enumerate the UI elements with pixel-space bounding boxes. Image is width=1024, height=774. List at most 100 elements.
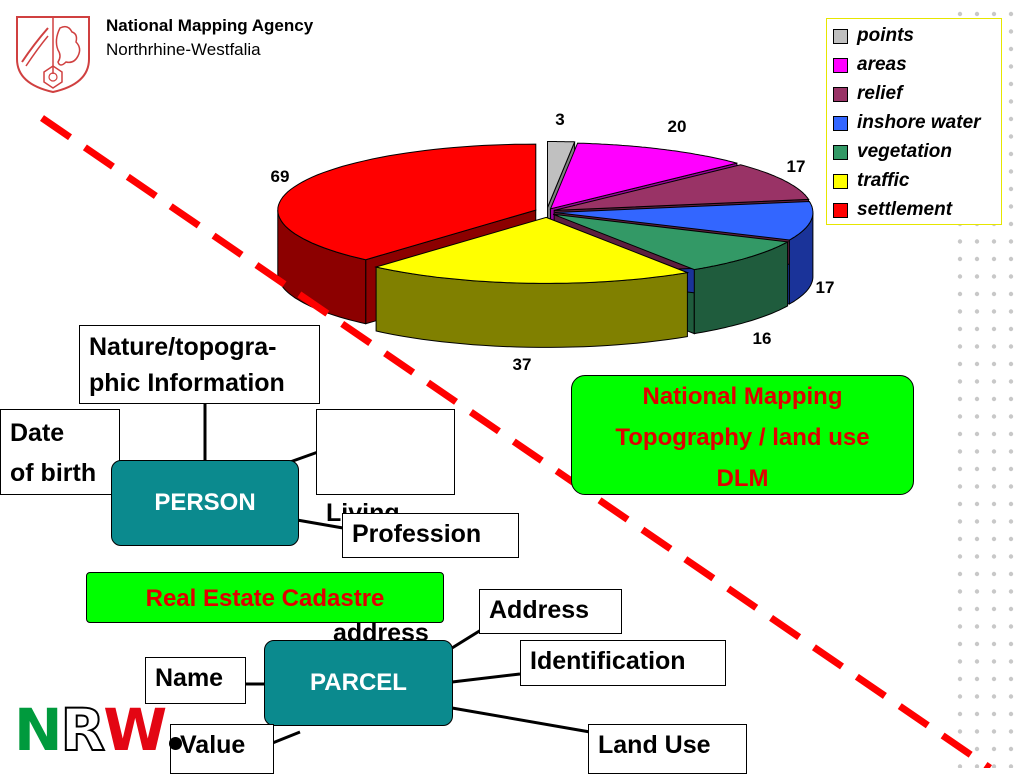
grid-dot	[974, 361, 980, 367]
grid-dot	[974, 344, 980, 349]
legend-label: relief	[857, 83, 903, 104]
grid-dot	[1008, 624, 1014, 629]
grid-dot	[1008, 326, 1014, 332]
pie-data-label: 17	[816, 278, 835, 297]
grid-dot	[957, 536, 963, 542]
pie-slice-areas	[549, 142, 738, 210]
grid-dot	[974, 571, 980, 577]
attr-identification: Identification	[520, 640, 726, 686]
pie-data-label: 17	[787, 157, 806, 176]
attr-value: Value	[170, 724, 274, 774]
legend-label: vegetation	[857, 141, 953, 162]
grid-dot	[1008, 501, 1014, 507]
legend-swatch	[833, 115, 848, 131]
grid-dot	[1008, 536, 1014, 542]
grid-dot	[957, 274, 963, 279]
grid-dot	[974, 484, 980, 489]
grid-dot	[1008, 449, 1014, 454]
grid-dot	[1008, 116, 1014, 122]
grid-dot	[991, 291, 997, 297]
grid-dot	[957, 589, 963, 594]
grid-dot	[974, 641, 980, 647]
grid-dot	[974, 291, 980, 297]
grid-dot	[991, 361, 997, 367]
grid-dot	[991, 729, 997, 734]
grid-dot	[974, 659, 980, 664]
legend-item: areas	[833, 52, 907, 78]
grid-dot	[974, 729, 980, 734]
nrw-logo: N R W	[14, 696, 183, 764]
grid-dot	[991, 571, 997, 577]
connector-living	[289, 450, 319, 464]
grid-dot	[974, 326, 980, 332]
grid-dot	[1008, 414, 1014, 419]
grid-dot	[974, 554, 980, 559]
grid-dot	[1008, 431, 1014, 437]
nrw-logo-r: R	[60, 696, 107, 764]
grid-dot	[1008, 641, 1014, 647]
legend-swatch	[833, 57, 848, 73]
grid-dot	[974, 536, 980, 542]
grid-dot	[1008, 676, 1014, 682]
coat-of-arms-icon	[16, 16, 90, 94]
attr-name: Name	[145, 657, 246, 704]
attr-land-use: Land Use	[588, 724, 747, 774]
grid-dot	[1008, 274, 1014, 279]
grid-dot	[1008, 746, 1014, 752]
grid-dot	[1008, 729, 1014, 734]
grid-dot	[991, 641, 997, 647]
grid-dot	[974, 431, 980, 437]
grid-dot	[957, 764, 963, 768]
grid-dot	[957, 659, 963, 664]
grid-dot	[1008, 204, 1014, 209]
grid-dot	[1008, 659, 1014, 664]
grid-dot	[974, 309, 980, 314]
grid-dot	[957, 554, 963, 559]
pie-slice-inshore-water	[554, 200, 814, 241]
grid-dot	[991, 606, 997, 612]
grid-dot	[991, 536, 997, 542]
grid-dot	[957, 291, 963, 297]
grid-dot	[974, 239, 980, 244]
grid-dot	[991, 256, 997, 262]
grid-dot	[957, 396, 963, 402]
grid-dot	[991, 326, 997, 332]
grid-dot	[974, 764, 980, 768]
nrw-logo-n: N	[14, 696, 63, 764]
pie-slice-traffic	[374, 216, 690, 284]
grid-dot	[957, 431, 963, 437]
attr-nature-line2: phic Information	[89, 369, 285, 397]
grid-dot	[1008, 29, 1014, 34]
grid-dot	[1008, 764, 1014, 768]
pie-slice-relief	[554, 164, 810, 211]
grid-dot	[957, 624, 963, 629]
attr-date-of-birth: Date of birth	[0, 409, 120, 495]
grid-dot	[974, 694, 980, 699]
grid-dot	[957, 484, 963, 489]
grid-dot	[957, 326, 963, 332]
grid-dot	[1008, 344, 1014, 349]
grid-dot	[1008, 11, 1014, 17]
pie-slice-points	[547, 141, 576, 208]
grid-dot	[974, 466, 980, 472]
legend-label: traffic	[857, 170, 910, 191]
grid-dot	[991, 501, 997, 507]
grid-dot	[1008, 396, 1014, 402]
grid-dot	[991, 379, 997, 384]
grid-dot	[957, 256, 963, 262]
grid-dot	[1008, 64, 1014, 69]
legend-swatch	[833, 144, 848, 160]
agency-name: National Mapping Agency	[106, 16, 314, 35]
grid-dot	[957, 449, 963, 454]
legend-item: inshore water	[833, 110, 981, 136]
attr-birth-line2: of birth	[10, 459, 97, 487]
grid-dot	[974, 676, 980, 682]
grid-dot	[974, 519, 980, 524]
grid-dot	[1008, 309, 1014, 314]
grid-dot	[974, 379, 980, 384]
grid-dot	[957, 344, 963, 349]
grid-dot	[957, 676, 963, 682]
dlm-line3: DLM	[716, 465, 769, 492]
grid-dot	[991, 344, 997, 349]
